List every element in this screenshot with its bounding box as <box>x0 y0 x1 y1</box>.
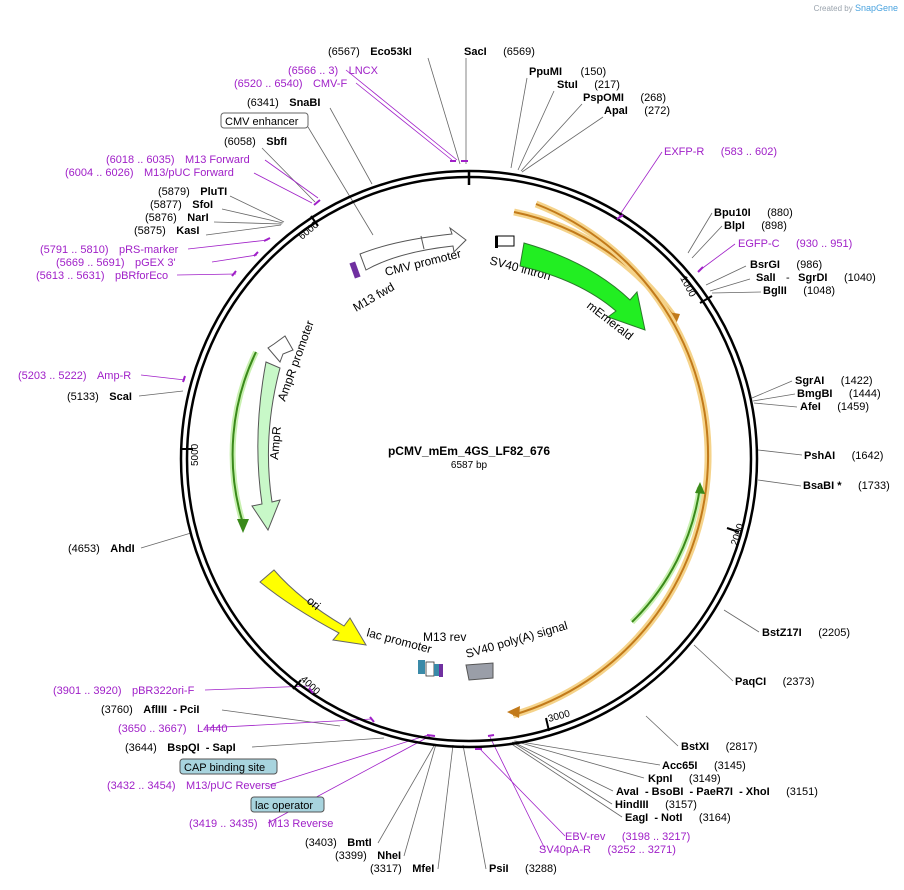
site-bstz17i: BstZ17I (2205) <box>762 623 850 640</box>
orf-inner-right <box>629 482 705 625</box>
site-snabi: (6341) SnaBI <box>247 93 320 110</box>
m13-fwd-label: M13 fwd <box>351 280 397 315</box>
site-hindiii: HindIII (3157) <box>615 795 697 812</box>
site-afei: AfeI (1459) <box>800 397 869 414</box>
ring-tick-label-1000: 1000 <box>677 274 697 299</box>
site-mfei: (3317) MfeI <box>370 859 434 876</box>
site-bsabi: BsaBI * (1733) <box>803 476 890 493</box>
site-bpu10i: Bpu10I (880) <box>714 203 793 220</box>
primer-egfp-c: EGFP-C (930 .. 951) <box>738 234 852 251</box>
site-kasi: (5875) KasI <box>134 221 200 238</box>
primer-prs-marker: (5791 .. 5810) pRS-marker <box>40 240 179 257</box>
site-bglii: BglII (1048) <box>763 281 835 298</box>
lac-operator-box: lac operator <box>250 796 325 813</box>
sv40-polya-label: SV40 poly(A) signal <box>464 618 569 661</box>
memerald-arrow <box>519 242 646 331</box>
primer-sv40pa-r: SV40pA-R (3252 .. 3271) <box>539 840 676 857</box>
snapgene-credit: Created by SnapGene <box>814 3 898 13</box>
ampr-promoter-arrow <box>267 335 294 363</box>
primer-m13-puc-reverse: (3432 .. 3454) M13/pUC Reverse <box>107 776 276 793</box>
site-pshai: PshAI (1642) <box>804 446 883 463</box>
cmv-promoter-arrow <box>359 226 467 271</box>
site-apai: ApaI (272) <box>604 101 670 118</box>
site-scai: (5133) ScaI <box>67 387 132 404</box>
primer-ebv-rev: EBV-rev (3198 .. 3217) <box>565 827 690 844</box>
site-pluti: (5879) PluTI <box>158 182 227 199</box>
site-paqci: PaqCI (2373) <box>735 672 814 689</box>
primer-marks <box>182 160 704 750</box>
site-psii: PsiI (3288) <box>489 859 557 876</box>
ampr-arrow <box>251 361 281 532</box>
plasmid-size: 6587 bp <box>451 460 488 471</box>
snapgene-logo: SnapGene <box>854 3 898 13</box>
lac-region-blocks <box>418 660 443 677</box>
primer-m13-forward: (6018 .. 6035) M13 Forward <box>106 150 250 167</box>
site-avai-group: AvaI - BsoBI - PaeR7I - XhoI (3151) <box>616 782 818 799</box>
site-bsrgi: BsrGI (986) <box>750 255 822 272</box>
site-ppumi: PpuMI (150) <box>529 62 606 79</box>
cap-binding-site-box: CAP binding site <box>179 758 278 775</box>
site-acc65i: Acc65I (3145) <box>662 756 746 773</box>
site-ahdi: (4653) AhdI <box>68 539 135 556</box>
cmv-enhancer-box: CMV enhancer <box>220 112 309 129</box>
ring-tick-label-5000: 5000 <box>190 443 201 466</box>
site-eagi-noti: EagI - NotI (3164) <box>625 808 731 825</box>
backbone-ring <box>179 169 759 749</box>
primer-l4440: (3650 .. 3667) L4440 <box>118 719 228 736</box>
site-bspqi-sapi: (3644) BspQI - SapI <box>125 738 236 755</box>
site-blpi: BlpI (898) <box>724 216 787 233</box>
primer-pbrforeco: (5613 .. 5631) pBRforEco <box>36 266 168 283</box>
ampr-promoter-label: AmpR promoter <box>275 319 317 403</box>
m13-fwd-mark <box>349 261 361 279</box>
ring-tick-label-6000: 6000 <box>297 219 321 242</box>
site-bstxi: BstXI (2817) <box>681 737 757 754</box>
ori-arrow <box>259 569 367 646</box>
site-sali-sgrdi: SalI - SgrDI (1040) <box>756 268 876 285</box>
site-saci: SacI (6569) <box>464 42 535 59</box>
primer-m13-reverse: (3419 .. 3435) M13 Reverse <box>189 814 333 831</box>
site-nari: (5876) NarI <box>145 208 209 225</box>
credit-text: Created by <box>813 4 853 13</box>
site-afliii-pcii: (3760) AflIII - PciI <box>101 700 199 717</box>
sv40-polya-block <box>465 662 494 681</box>
primer-m13-puc-forward: (6004 .. 6026) M13/pUC Forward <box>65 163 234 180</box>
sv40-intron-block <box>495 235 515 248</box>
cap-binding-site-label: CAP binding site <box>184 762 265 774</box>
cmv-enhancer-label: CMV enhancer <box>225 116 299 128</box>
site-sgrai: SgrAI (1422) <box>795 371 873 388</box>
ampr-arc <box>229 350 259 533</box>
primer-cmv-f: (6520 .. 6540) CMV-F <box>234 74 347 91</box>
site-bmgbi: BmgBI (1444) <box>797 384 881 401</box>
leader-lines <box>138 57 803 870</box>
site-nhei: (3399) NheI <box>335 846 401 863</box>
orf-arcs <box>507 200 712 719</box>
primer-pbr322ori-f: (3901 .. 3920) pBR322ori-F <box>53 681 195 698</box>
site-sfoi: (5877) SfoI <box>150 195 213 212</box>
site-bmti: (3403) BmtI <box>305 833 372 850</box>
site-sbfi: (6058) SbfI <box>224 132 287 149</box>
primer-pgex-3: (5669 .. 5691) pGEX 3' <box>56 253 176 270</box>
site-stui: StuI (217) <box>557 75 620 92</box>
site-eco53ki: (6567) Eco53kI <box>328 42 412 59</box>
ring-ticks <box>181 215 740 732</box>
ampr-label: AmpR <box>267 425 284 460</box>
site-pspomi: PspOMI (268) <box>583 88 666 105</box>
primer-lncx: (6566 .. 3) LNCX <box>288 61 379 78</box>
primer-amp-r: (5203 .. 5222) Amp-R <box>18 366 131 383</box>
lac-operator-label: lac operator <box>255 800 313 812</box>
primer-exfp-r: EXFP-R (583 .. 602) <box>664 142 777 159</box>
m13-rev-label: M13 rev <box>423 630 466 644</box>
site-kpni: KpnI (3149) <box>648 769 721 786</box>
plasmid-name: pCMV_mEm_4GS_LF82_676 <box>388 444 550 458</box>
